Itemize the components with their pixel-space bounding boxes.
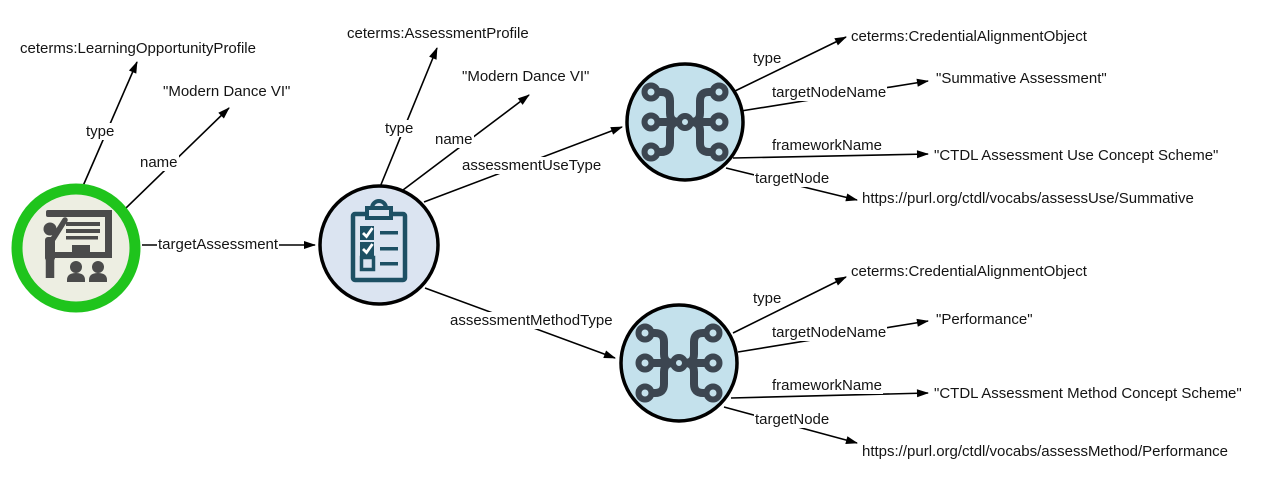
- node-use-alignment: [625, 62, 745, 182]
- edge-label-use-framework-name: frameworkName: [771, 137, 884, 154]
- edge-label-method-target-node: targetNode: [754, 411, 831, 428]
- edge-method-framework-name: [730, 389, 929, 399]
- label-use-type-value: ceterms:CredentialAlignmentObject: [851, 28, 1087, 45]
- label-use-framework-name-value: "CTDL Assessment Use Concept Scheme": [934, 147, 1219, 164]
- label-method-type-value: ceterms:CredentialAlignmentObject: [851, 263, 1087, 280]
- label-method-target-node-name-value: "Performance": [936, 311, 1033, 328]
- edge-method-type: [732, 276, 847, 334]
- edge-label-method-target-node-name: targetNodeName: [771, 324, 888, 341]
- label-method-target-node-value: https://purl.org/ctdl/vocabs/assessMetho…: [862, 443, 1229, 460]
- node-assessment-profile-circle: [318, 184, 440, 306]
- label-use-target-node-value: https://purl.org/ctdl/vocabs/assessUse/S…: [862, 190, 1194, 207]
- label-method-framework-name-value: "CTDL Assessment Method Concept Scheme": [934, 385, 1242, 402]
- edge-label-ap-type: type: [384, 120, 415, 137]
- edge-label-lo-type: type: [85, 123, 116, 140]
- edge-label-target-assessment: targetAssessment: [157, 236, 280, 253]
- edge-ap-type: [379, 47, 438, 188]
- edge-label-method-framework-name: frameworkName: [771, 377, 884, 394]
- edge-use-framework-name: [732, 150, 929, 159]
- node-learning-opportunity: [11, 183, 141, 313]
- edge-label-assessment-use-type: assessmentUseType: [461, 157, 603, 174]
- edge-label-use-target-node: targetNode: [754, 170, 831, 187]
- edge-label-use-target-node-name: targetNodeName: [771, 84, 888, 101]
- label-lo-name-value: "Modern Dance VI": [163, 83, 291, 100]
- concept-merge-icon: [641, 82, 729, 162]
- node-assessment-profile: [318, 184, 440, 306]
- edge-label-ap-name: name: [434, 131, 474, 148]
- node-method-alignment: [619, 303, 739, 423]
- clipboard-checklist-icon: [350, 199, 408, 283]
- edge-label-method-type: type: [752, 290, 783, 307]
- label-ap-name-value: "Modern Dance VI": [462, 68, 590, 85]
- presentation-icon: [43, 210, 112, 282]
- label-ap-type-value: ceterms:AssessmentProfile: [347, 25, 529, 42]
- edge-use-type: [734, 36, 847, 92]
- edge-label-use-type: type: [752, 50, 783, 67]
- edge-label-assessment-method-type: assessmentMethodType: [449, 312, 614, 329]
- edge-label-lo-name: name: [139, 154, 179, 171]
- label-lo-type-value: ceterms:LearningOpportunityProfile: [20, 40, 256, 57]
- concept-merge-icon: [635, 323, 723, 403]
- label-use-target-node-name-value: "Summative Assessment": [936, 70, 1107, 87]
